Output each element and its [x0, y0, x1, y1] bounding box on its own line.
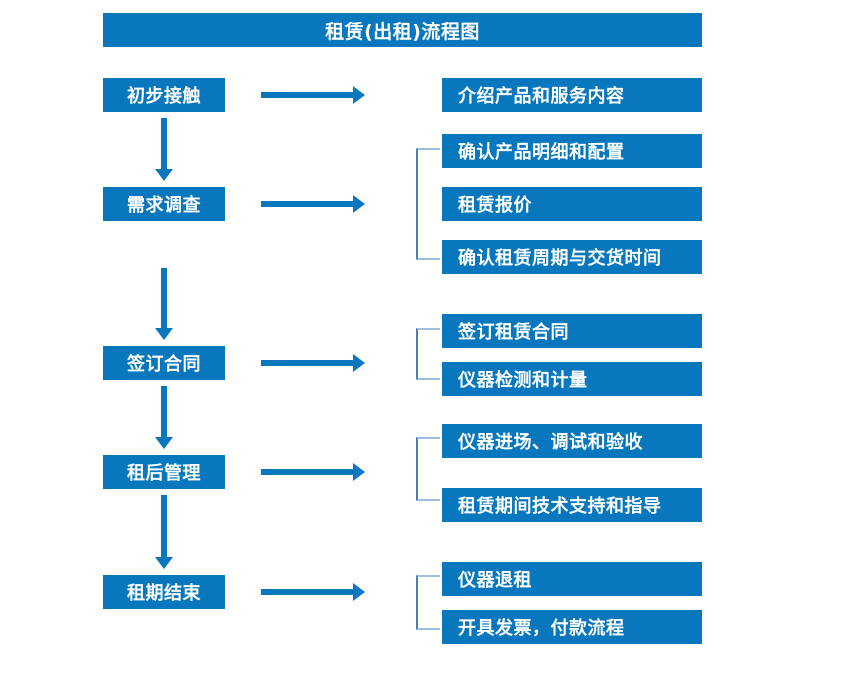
vertical-arrow-1-to-2: [155, 118, 173, 181]
stage-box-1[interactable]: 初步接触: [103, 78, 225, 112]
detail-box-g2-1[interactable]: 确认产品明细和配置: [442, 134, 702, 168]
horizontal-arrow-5: [261, 583, 365, 601]
detail-box-g3-2[interactable]: 仪器检测和计量: [442, 362, 702, 396]
detail-box-g5-1[interactable]: 仪器退租: [442, 562, 702, 596]
horizontal-arrow-3: [261, 354, 365, 372]
horizontal-arrow-2: [261, 195, 365, 213]
detail-box-g2-2[interactable]: 租赁报价: [442, 187, 702, 221]
bracket-group-3: [416, 328, 440, 380]
bracket-group-2: [416, 148, 440, 260]
stage-box-5[interactable]: 租期结束: [103, 575, 225, 609]
vertical-arrow-3-to-4: [155, 386, 173, 449]
detail-box-g1-1[interactable]: 介绍产品和服务内容: [442, 78, 702, 112]
flowchart-title: 租赁(出租)流程图: [103, 13, 702, 47]
stage-box-4[interactable]: 租后管理: [103, 455, 225, 489]
vertical-arrow-2-to-3: [155, 268, 173, 340]
stage-box-2[interactable]: 需求调查: [103, 187, 225, 221]
detail-box-g4-2[interactable]: 租赁期间技术支持和指导: [442, 488, 702, 522]
horizontal-arrow-4: [261, 463, 365, 481]
vertical-arrow-4-to-5: [155, 495, 173, 569]
horizontal-arrow-1: [261, 86, 365, 104]
detail-box-g4-1[interactable]: 仪器进场、调试和验收: [442, 424, 702, 458]
detail-box-g3-1[interactable]: 签订租赁合同: [442, 314, 702, 348]
stage-box-3[interactable]: 签订合同: [103, 346, 225, 380]
detail-box-g5-2[interactable]: 开具发票，付款流程: [442, 610, 702, 644]
detail-box-g2-3[interactable]: 确认租赁周期与交货时间: [442, 240, 702, 274]
bracket-group-4: [416, 437, 440, 501]
bracket-group-5: [416, 575, 440, 630]
